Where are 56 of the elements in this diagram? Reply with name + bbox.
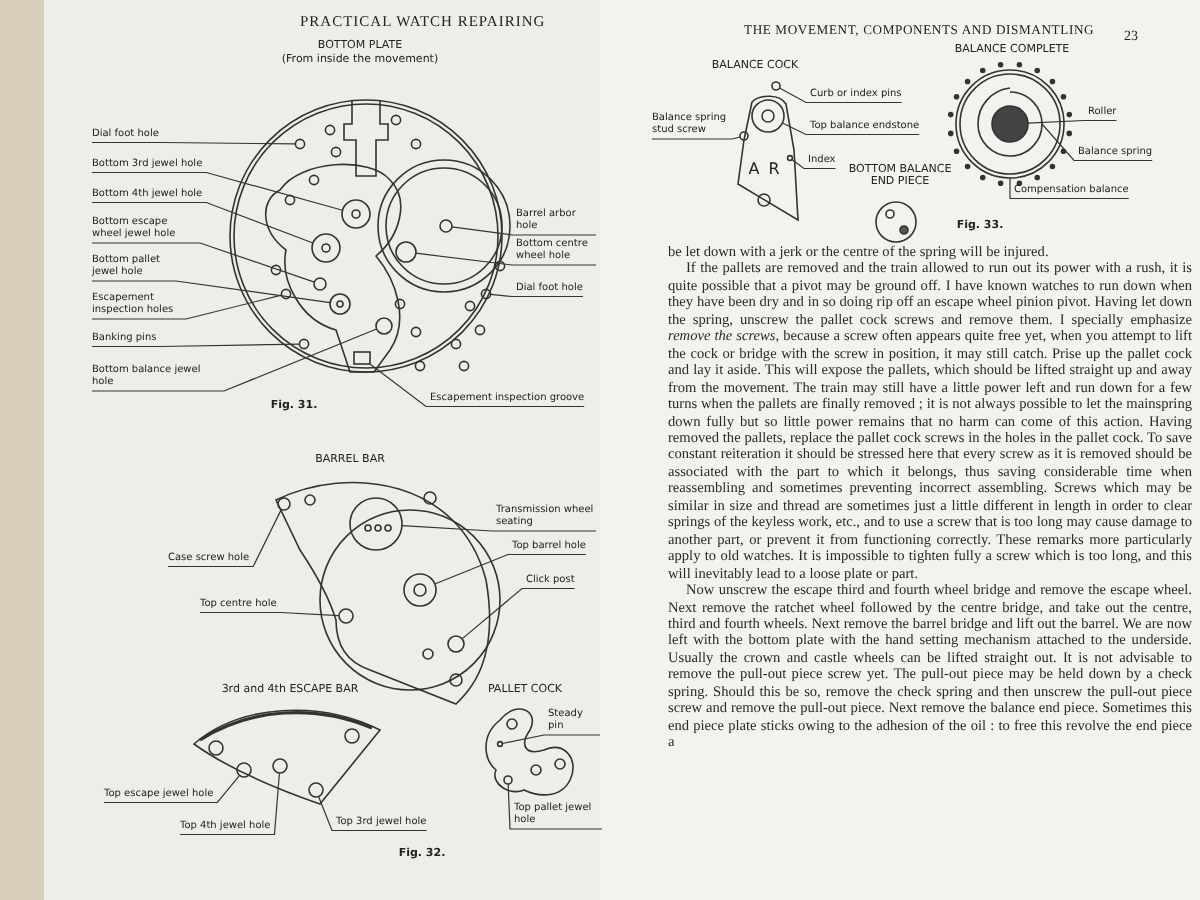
- screw: [739, 131, 749, 141]
- leader-line: [91, 280, 331, 304]
- endstone: [751, 99, 785, 133]
- slot: [353, 351, 371, 365]
- leader-line: [179, 772, 281, 836]
- pin: [298, 338, 310, 350]
- leader-line: [791, 158, 837, 170]
- jewel-hole: [503, 775, 513, 785]
- leader-line: [91, 294, 283, 320]
- leader-line: [91, 201, 314, 244]
- engraved-letter: A: [746, 160, 762, 178]
- leader-line: [199, 611, 340, 617]
- post: [447, 635, 465, 653]
- leader-line: [1041, 123, 1153, 162]
- leader-line: [781, 122, 920, 136]
- leader-line: [317, 795, 428, 832]
- hole: [338, 608, 354, 624]
- leader-line: [507, 783, 603, 830]
- leader-line: [91, 242, 315, 283]
- leader-line: [91, 328, 378, 392]
- jewel-hole: [313, 277, 327, 291]
- jewel-hole: [236, 762, 252, 778]
- hole: [280, 288, 292, 300]
- seating-ring: [349, 497, 403, 551]
- leader-line: [434, 553, 587, 585]
- leader-line: [103, 774, 241, 804]
- leader-line: [489, 293, 584, 298]
- hole: [439, 219, 453, 233]
- jewel-hole: [375, 317, 393, 335]
- leader-line: [501, 734, 601, 745]
- leader-line: [778, 87, 903, 104]
- leader-line: [369, 363, 585, 408]
- pin-hole: [496, 740, 504, 748]
- hole: [277, 497, 291, 511]
- leader-line: [651, 136, 741, 140]
- hole: [403, 573, 437, 607]
- leader-line: [91, 141, 296, 145]
- pins: [771, 81, 781, 91]
- leader-line: [91, 171, 344, 211]
- engraved-letter: R: [766, 160, 782, 178]
- jewel-hole: [308, 782, 324, 798]
- index-tip: [786, 154, 794, 162]
- hole: [480, 288, 492, 300]
- leader-line: [167, 508, 282, 568]
- jewel-hole: [272, 758, 288, 774]
- leader-line: [1009, 177, 1130, 200]
- hole: [395, 241, 417, 263]
- leader-line: [461, 587, 576, 640]
- jewel-hole: [311, 233, 341, 263]
- leader-line: [91, 343, 300, 348]
- jewel-hole: [329, 293, 351, 315]
- hole: [294, 138, 306, 150]
- leader-line: [401, 524, 597, 532]
- jewel-hole: [341, 199, 371, 229]
- leader-line: [451, 226, 597, 236]
- leader-line: [1027, 119, 1118, 124]
